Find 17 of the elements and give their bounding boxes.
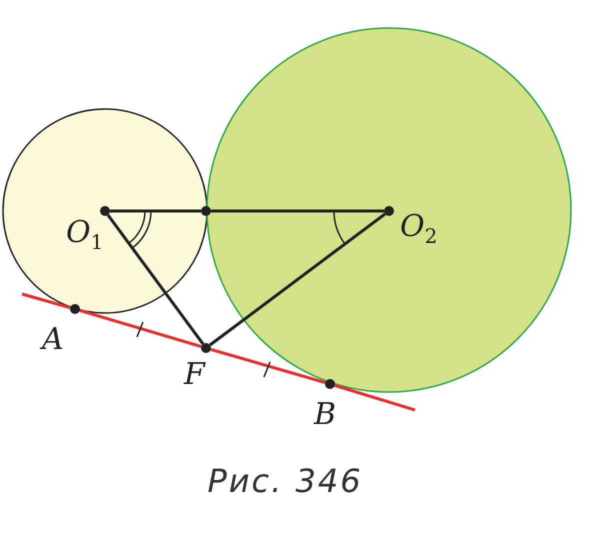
- tangent-line: [22, 292, 71, 310]
- point-label: A: [42, 325, 64, 355]
- point-label: F: [184, 360, 205, 390]
- segment: [110, 210, 201, 212]
- segment: [106, 214, 204, 345]
- tangent-line: [210, 348, 326, 384]
- segment: [209, 212, 386, 346]
- point-label: O$_{2}$: [400, 212, 438, 246]
- figure-caption: Рис. 346: [206, 462, 364, 500]
- point: [201, 343, 211, 353]
- point-label: O$_{1}$: [66, 218, 104, 252]
- segment: [211, 210, 384, 212]
- tangent-line: [334, 384, 416, 412]
- tangent-line: [79, 308, 202, 348]
- point: [70, 304, 80, 314]
- point: [325, 379, 335, 389]
- point-label: B: [314, 400, 336, 430]
